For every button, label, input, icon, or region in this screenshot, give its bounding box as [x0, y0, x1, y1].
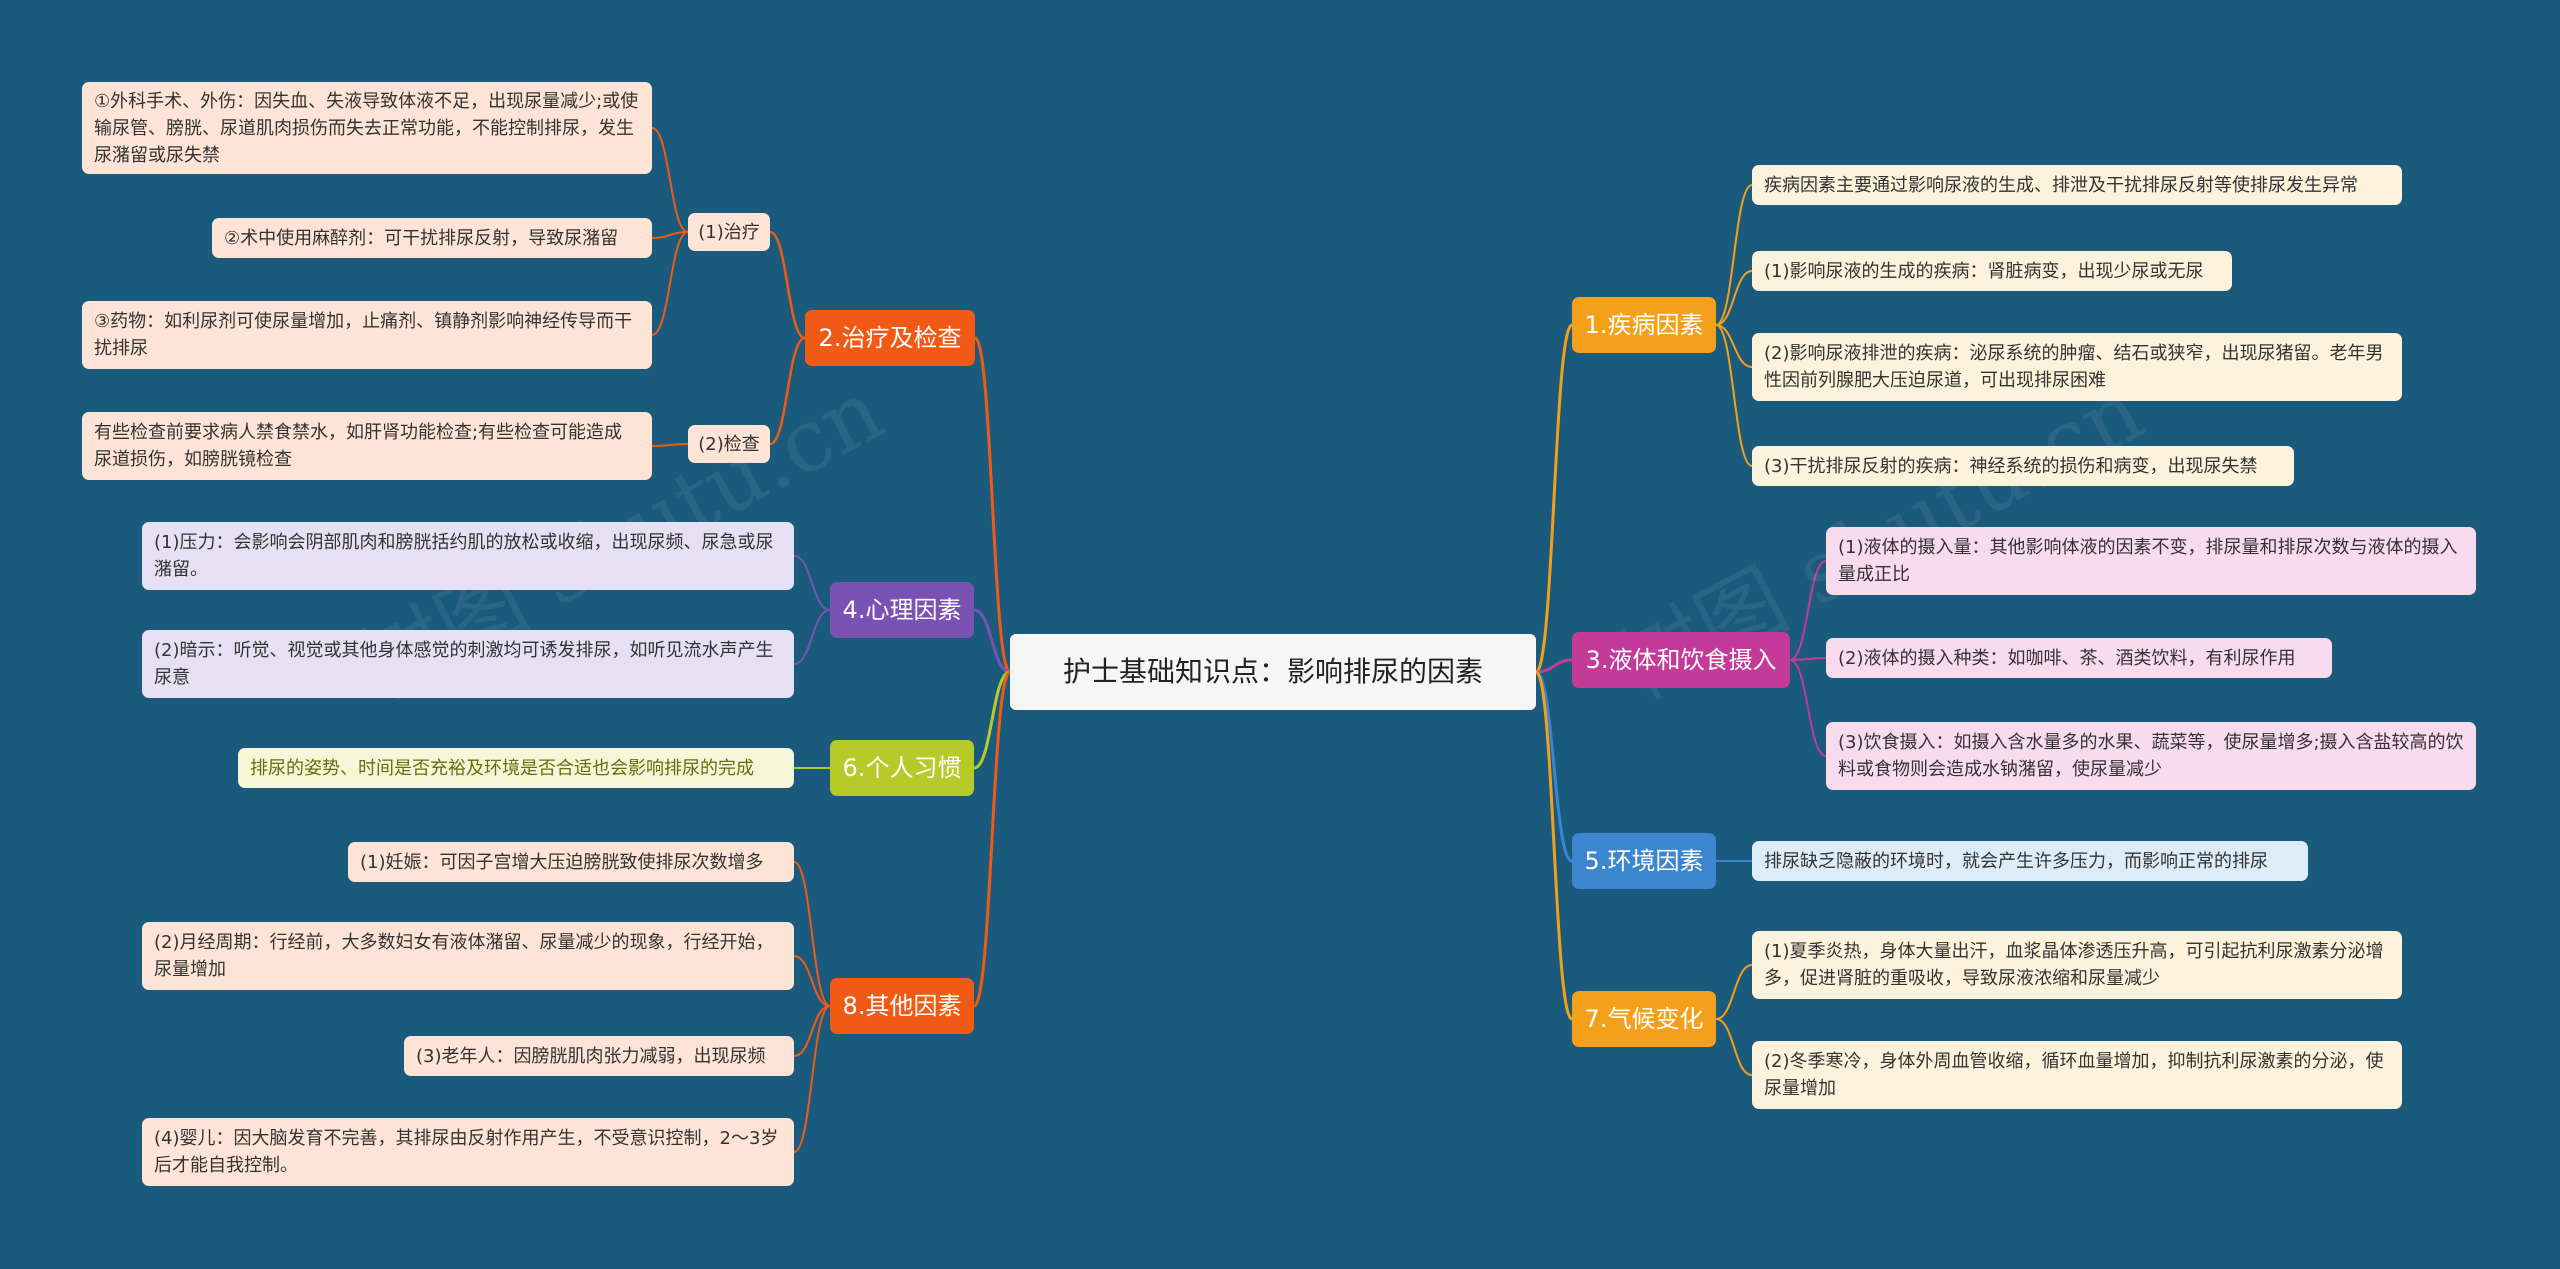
branch-personal-habits[interactable]: 6.个人习惯 — [830, 740, 974, 796]
leaf-habits[interactable]: 排尿的姿势、时间是否充裕及环境是否合适也会影响排尿的完成 — [238, 748, 794, 788]
leaf-infant[interactable]: (4)婴儿：因大脑发育不完善，其排尿由反射作用产生，不受意识控制，2～3岁后才能… — [142, 1118, 794, 1186]
leaf-fluid-type[interactable]: (2)液体的摄入种类：如咖啡、茶、酒类饮料，有利尿作用 — [1826, 638, 2332, 678]
connector-b3-l1 — [1789, 657, 1827, 661]
connector-root-b4 — [973, 608, 1011, 674]
connector-b1-l2 — [1715, 324, 1753, 368]
branch-environment[interactable]: 5.环境因素 — [1572, 833, 1716, 889]
sub-examination[interactable]: (2)检查 — [688, 425, 770, 463]
connector-root-b3 — [1535, 658, 1573, 674]
leaf-elderly[interactable]: (3)老年人：因膀胱肌肉张力减弱，出现尿频 — [404, 1036, 794, 1076]
connector-b7-l1 — [1715, 1018, 1753, 1076]
leaf-examination[interactable]: 有些检查前要求病人禁食禁水，如肝肾功能检查;有些检查可能造成尿道损伤，如膀胱镜检… — [82, 412, 652, 480]
connector-root-b6 — [973, 670, 1011, 770]
leaf-surgery-trauma[interactable]: ①外科手术、外伤：因失血、失液导致体液不足，出现尿量减少;或使输尿管、膀胱、尿道… — [82, 82, 652, 174]
leaf-disease-urine-excretion[interactable]: (2)影响尿液排泄的疾病：泌尿系统的肿瘤、结石或狭窄，出现尿猪留。老年男性因前列… — [1752, 333, 2402, 401]
connector-b1-l3 — [1715, 324, 1753, 467]
leaf-climate-summer[interactable]: (1)夏季炎热，身体大量出汗，血浆晶体渗透压升高，可引起抗利尿激素分泌增多，促进… — [1752, 931, 2402, 999]
connector-root-b2 — [973, 336, 1012, 674]
leaf-anesthetic[interactable]: ②术中使用麻醉剂：可干扰排尿反射，导致尿潴留 — [212, 218, 652, 258]
leaf-fluid-amount[interactable]: (1)液体的摄入量：其他影响体液的因素不变，排尿量和排尿次数与液体的摄入量成正比 — [1826, 527, 2476, 595]
connector-b2-s0-l1 — [651, 231, 689, 239]
leaf-pregnancy[interactable]: (1)妊娠：可因子宫增大压迫膀胱致使排尿次数增多 — [348, 842, 794, 882]
branch-treatment-exam[interactable]: 2.治疗及检查 — [805, 310, 975, 366]
connector-root-b7 — [1534, 670, 1574, 1021]
sub-treatment[interactable]: (1)治疗 — [688, 213, 770, 251]
connector-b1-l0 — [1715, 184, 1753, 326]
leaf-environment[interactable]: 排尿缺乏隐蔽的环境时，就会产生许多压力，而影响正常的排尿 — [1752, 841, 2308, 881]
connector-root-b8 — [972, 670, 1012, 1008]
connector-b8-l2 — [793, 1005, 831, 1057]
leaf-menstrual-cycle[interactable]: (2)月经周期：行经前，大多数妇女有液体潴留、尿量减少的现象，行经开始，尿量增加 — [142, 922, 794, 990]
leaf-climate-winter[interactable]: (2)冬季寒冷，身体外周血管收缩，循环血量增加，抑制抗利尿激素的分泌，使尿量增加 — [1752, 1041, 2402, 1109]
connector-b2-s0-l0 — [651, 127, 689, 233]
branch-climate[interactable]: 7.气候变化 — [1572, 991, 1716, 1047]
connector-b8-l3 — [793, 1005, 831, 1153]
leaf-drugs[interactable]: ③药物：如利尿剂可使尿量增加，止痛剂、镇静剂影响神经传导而干扰排尿 — [82, 301, 652, 369]
connector-b2-s0 — [769, 230, 806, 340]
connector-b1-l1 — [1715, 270, 1753, 326]
connector-b2-s0-l2 — [651, 231, 689, 336]
root-topic[interactable]: 护士基础知识点：影响排尿的因素 — [1010, 634, 1536, 710]
branch-psychological[interactable]: 4.心理因素 — [830, 582, 974, 638]
leaf-diet-intake[interactable]: (3)饮食摄入：如摄入含水量多的水果、蔬菜等，使尿量增多;摄入含盐较高的饮料或食… — [1826, 722, 2476, 790]
connector-b4-l0 — [793, 555, 831, 611]
connector-b3-l2 — [1789, 659, 1827, 757]
connector-root-b5 — [1535, 670, 1573, 863]
leaf-disease-reflex[interactable]: (3)干扰排尿反射的疾病：神经系统的损伤和病变，出现尿失禁 — [1752, 446, 2294, 486]
leaf-stress[interactable]: (1)压力：会影响会阴部肌肉和膀胱括约肌的放松或收缩，出现尿频、尿急或尿潴留。 — [142, 522, 794, 590]
branch-other-factors[interactable]: 8.其他因素 — [830, 978, 974, 1034]
connector-b7-l0 — [1715, 964, 1753, 1020]
branch-disease-factors[interactable]: 1.疾病因素 — [1572, 297, 1716, 353]
connector-b8-l0 — [793, 861, 831, 1007]
leaf-suggestion[interactable]: (2)暗示：听觉、视觉或其他身体感觉的刺激均可诱发排尿，如听见流水声产生尿意 — [142, 630, 794, 698]
connector-root-b1 — [1534, 323, 1574, 674]
leaf-disease-urine-production[interactable]: (1)影响尿液的生成的疾病：肾脏病变，出现少尿或无尿 — [1752, 251, 2232, 291]
connector-b4-l1 — [793, 609, 831, 665]
branch-fluid-diet-intake[interactable]: 3.液体和饮食摄入 — [1572, 632, 1790, 688]
leaf-disease-overview[interactable]: 疾病因素主要通过影响尿液的生成、排泄及干扰排尿反射等使排尿发生异常 — [1752, 165, 2402, 205]
connector-b8-l1 — [793, 955, 831, 1007]
